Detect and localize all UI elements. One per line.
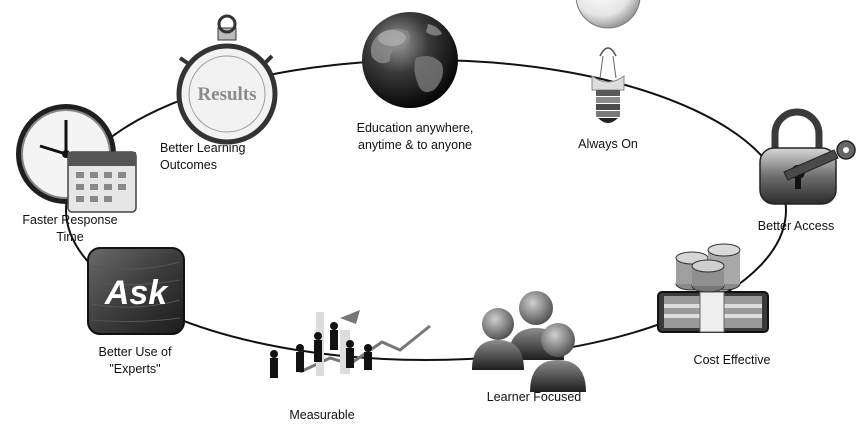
stopwatch-icon: Results (176, 14, 278, 145)
globe-icon (362, 12, 458, 108)
label-faster-response: Faster Response Time (22, 213, 118, 244)
label-learner-focused: Learner Focused (486, 390, 582, 404)
label-cost-effective: Cost Effective (693, 353, 771, 367)
label-better-access: Better Access (757, 219, 835, 233)
padlock-key-icon (759, 108, 856, 205)
money-stack-icon (657, 243, 769, 333)
label-better-use-experts: Better Use of "Experts" (98, 345, 172, 376)
clock-calendar-icon (16, 104, 137, 213)
stopwatch-text: Results (197, 84, 256, 105)
label-measurable: Measurable (289, 408, 355, 422)
business-growth-icon (270, 310, 431, 378)
ask-app-icon: Ask (87, 247, 185, 335)
light-bulb-icon (575, 0, 641, 123)
people-group-icon (472, 291, 586, 392)
label-better-learning: Better Learning Outcomes (160, 141, 246, 172)
ask-text: Ask (104, 274, 169, 312)
label-always-on: Always On (578, 137, 638, 151)
label-education: Education anywhere, anytime & to anyone (356, 121, 474, 152)
